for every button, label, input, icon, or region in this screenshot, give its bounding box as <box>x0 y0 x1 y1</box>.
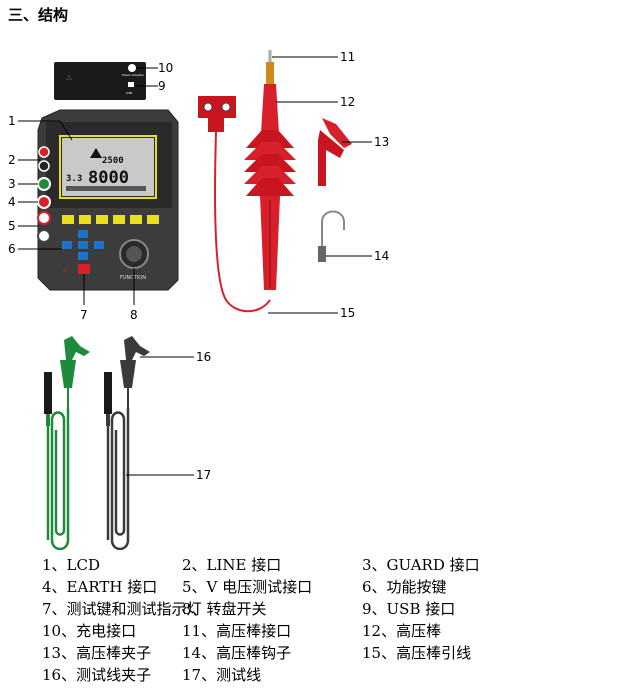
legend-item-15: 15、高压棒引线 <box>362 644 532 662</box>
callout-6: 6 <box>8 242 16 256</box>
usb-port-text: USB <box>126 91 132 95</box>
guard-port <box>38 178 50 190</box>
lcd-big-value: 8000 <box>88 168 129 188</box>
callout-12: 12 <box>340 95 355 109</box>
line-port-red <box>39 147 49 157</box>
callout-5: 5 <box>8 219 16 233</box>
callout-7: 7 <box>80 308 88 322</box>
line-port-black <box>39 161 49 171</box>
function-label: FUNCTION <box>120 275 146 281</box>
hv-probe-hook <box>318 212 344 263</box>
callout-10: 10 <box>158 61 173 75</box>
lcd-left-value: 3.3 <box>66 174 82 184</box>
legend: 1、LCD 2、LINE 接口 3、GUARD 接口 4、EARTH 接口 5、… <box>42 556 632 684</box>
callout-1: 1 <box>8 114 16 128</box>
charge-port-text: Power Adapter <box>122 73 145 77</box>
legend-item-14: 14、高压棒钩子 <box>182 644 362 662</box>
lead-leaders <box>126 357 194 475</box>
callout-4: 4 <box>8 195 16 209</box>
callout-3: 3 <box>8 177 16 191</box>
callout-9: 9 <box>158 79 166 93</box>
charge-port-icon <box>128 64 136 72</box>
legend-item-16: 16、测试线夹子 <box>42 666 182 684</box>
callout-14: 14 <box>374 249 389 263</box>
svg-text:⚠: ⚠ <box>66 74 73 82</box>
legend-item-7: 7、测试键和测试指示灯 <box>42 600 182 618</box>
legend-item-5: 5、V 电压测试接口 <box>182 578 362 596</box>
earth-port <box>38 196 50 208</box>
legend-item-1: 1、LCD <box>42 556 182 574</box>
svg-text:⚠: ⚠ <box>62 267 68 274</box>
usb-port-icon <box>128 82 134 87</box>
test-key <box>78 264 90 274</box>
v-port-red <box>38 212 50 224</box>
legend-item-9: 9、USB 接口 <box>362 600 532 618</box>
legend-item-12: 12、高压棒 <box>362 622 532 640</box>
hv-probe <box>198 50 296 311</box>
legend-item-17: 17、测试线 <box>182 666 362 684</box>
legend-item-10: 10、充电接口 <box>42 622 182 640</box>
legend-item-4: 4、EARTH 接口 <box>42 578 182 596</box>
callout-2: 2 <box>8 153 16 167</box>
callout-13: 13 <box>374 135 389 149</box>
callout-15: 15 <box>340 306 355 320</box>
lcd-top-value: 2500 <box>102 156 124 166</box>
v-port-black <box>38 230 50 242</box>
top-panel: ⚠ Power Adapter USB 10 9 <box>54 61 173 100</box>
meter-body: 2500 3.3 8000 ⚠ <box>38 110 178 290</box>
black-test-lead <box>104 336 150 549</box>
legend-item-8: 8、转盘开关 <box>182 600 362 618</box>
legend-item-6: 6、功能按键 <box>362 578 532 596</box>
hv-probe-clip <box>318 118 352 186</box>
green-test-lead <box>44 336 90 549</box>
structure-diagram: ⚠ Power Adapter USB 10 9 2500 3.3 8000 <box>0 0 640 550</box>
legend-item-3: 3、GUARD 接口 <box>362 556 532 574</box>
legend-item-2: 2、LINE 接口 <box>182 556 362 574</box>
callout-8: 8 <box>130 308 138 322</box>
callout-17: 17 <box>196 468 211 482</box>
legend-item-13: 13、高压棒夹子 <box>42 644 182 662</box>
callout-16: 16 <box>196 350 211 364</box>
legend-item-11: 11、高压棒接口 <box>182 622 362 640</box>
callout-11: 11 <box>340 50 355 64</box>
